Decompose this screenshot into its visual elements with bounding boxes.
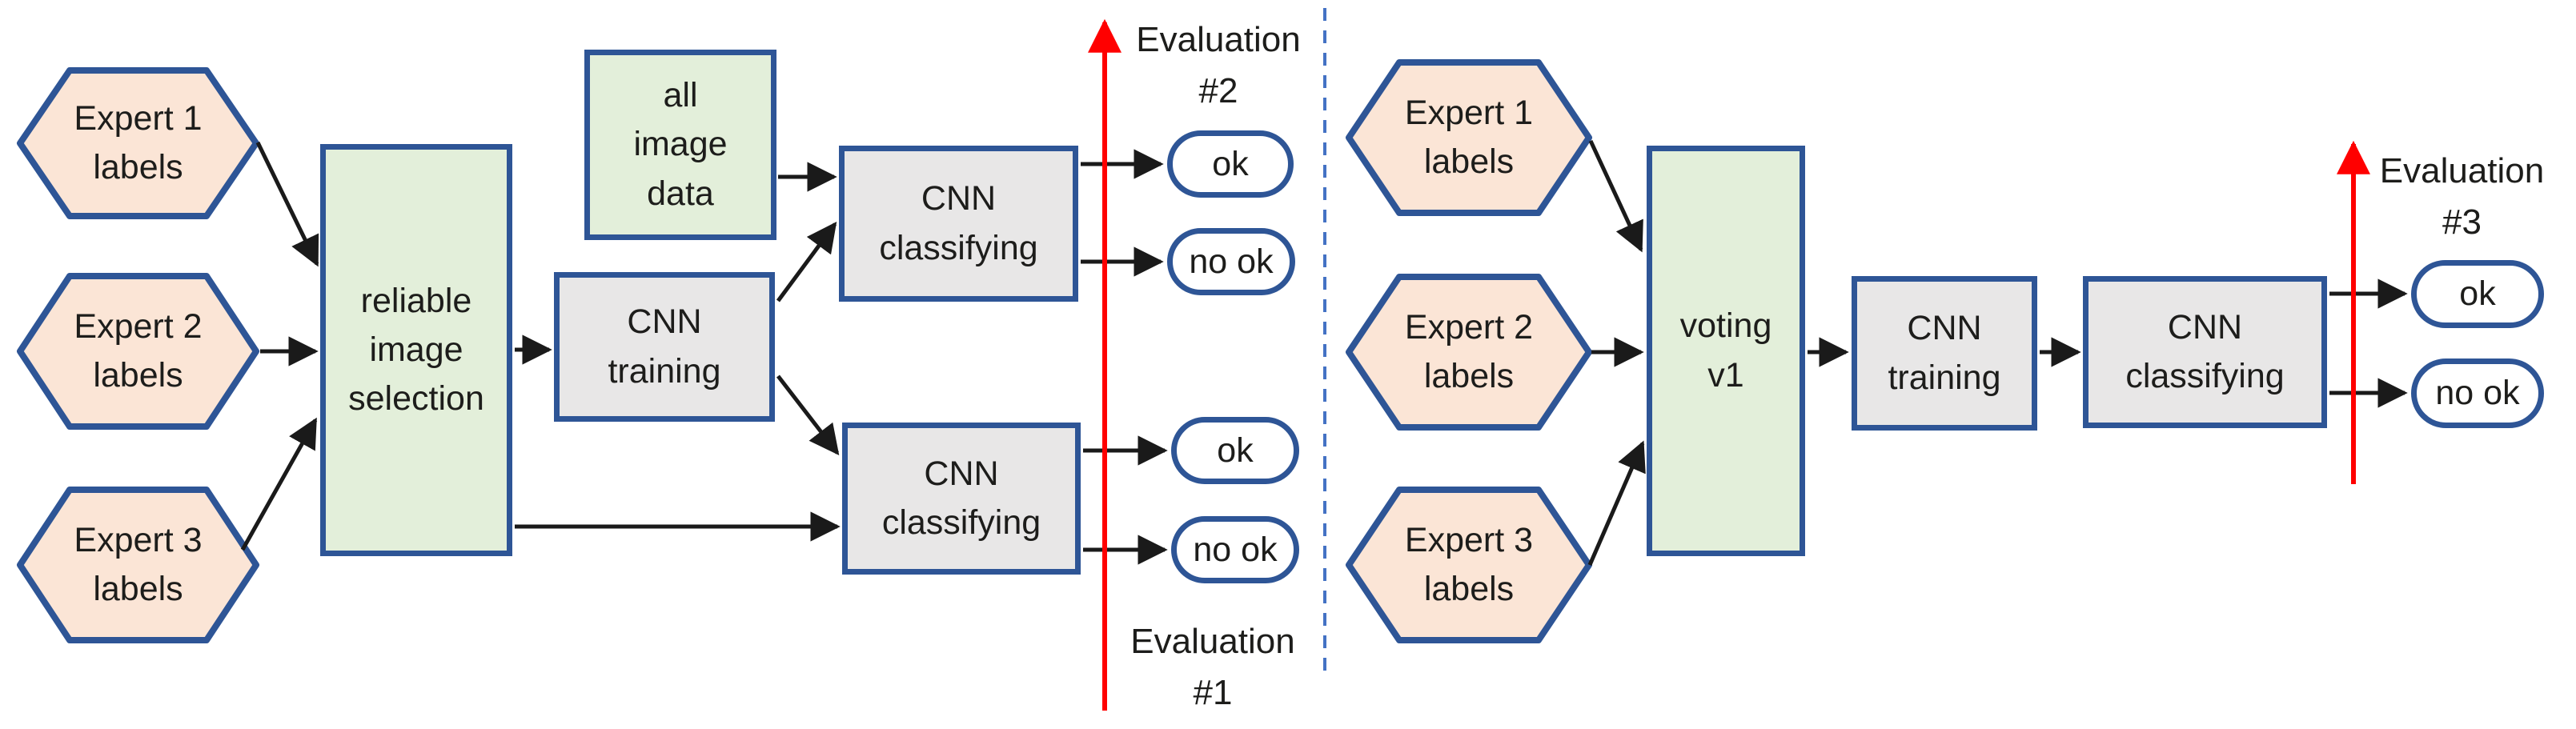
expert-name: Expert 2: [74, 306, 203, 346]
expert-name: Expert 1: [74, 98, 203, 138]
arrow-expert3-to-selection: [240, 417, 318, 551]
hexagon-expert-3-left: [17, 487, 259, 643]
node-label-line: selection: [348, 379, 484, 419]
evaluation-1-label: Evaluation #1: [1117, 616, 1309, 719]
output-nook-bottom-left: no ok: [1171, 516, 1299, 583]
node-label-line: training: [1888, 358, 2001, 397]
node-reliable-image-selection: reliable image selection: [320, 144, 512, 556]
output-nook-right: no ok: [2411, 358, 2544, 428]
node-label-line: CNN: [1907, 309, 1982, 348]
expert-name: Expert 1: [1404, 93, 1534, 132]
node-label-line: data: [647, 174, 714, 213]
node-label-line: reliable: [360, 281, 472, 320]
node-label-line: classifying: [881, 503, 1041, 542]
evaluation-2-label: Evaluation #2: [1122, 14, 1314, 117]
hexagon-expert-2-left: [17, 273, 259, 430]
output-label: ok: [1217, 431, 1254, 470]
output-ok-top-left: ok: [1167, 130, 1294, 198]
expert-sub: labels: [1423, 570, 1515, 608]
arrow-training-to-classifying-bottom: [776, 375, 840, 455]
node-label-line: CNN: [627, 302, 702, 342]
node-label-line: image: [633, 125, 728, 164]
evaluation-3-label: Evaluation #3: [2368, 146, 2556, 248]
node-label-line: image: [369, 330, 463, 369]
hexagon-expert-2-right-label: Expert 2 labels: [1349, 277, 1589, 427]
hexagon-expert-2-left-label: Expert 2 labels: [20, 276, 256, 427]
node-label-line: all: [663, 76, 698, 115]
node-label-line: CNN: [921, 179, 997, 218]
node-cnn-training-left: CNN training: [554, 272, 775, 422]
expert-sub: labels: [93, 148, 183, 186]
node-label-line: classifying: [2125, 357, 2285, 395]
output-ok-right: ok: [2411, 260, 2544, 328]
output-nook-top-left: no ok: [1167, 228, 1295, 295]
output-label: no ok: [1189, 242, 1274, 281]
evaluation-number: #3: [2442, 202, 2482, 242]
hexagon-expert-1-left: [17, 67, 259, 219]
arrow-expert3-to-voting: [1587, 440, 1646, 566]
node-label-line: voting: [1679, 306, 1772, 346]
node-label-line: CNN: [2167, 307, 2243, 346]
hexagon-expert-1-right: [1346, 59, 1592, 216]
hexagon-expert-1-left-label: Expert 1 labels: [20, 70, 256, 216]
node-label-line: classifying: [879, 228, 1038, 267]
evaluation-number: #1: [1193, 672, 1233, 712]
arrow-expert1-to-selection: [255, 141, 319, 267]
node-voting-v1: voting v1: [1647, 146, 1805, 556]
expert-sub: labels: [93, 570, 183, 608]
expert-sub: labels: [1423, 142, 1515, 181]
node-all-image-data: all image data: [584, 50, 776, 240]
node-cnn-training-right: CNN training: [1852, 276, 2037, 431]
expert-name: Expert 3: [1404, 520, 1534, 559]
hexagon-expert-3-left-label: Expert 3 labels: [20, 490, 256, 640]
expert-name: Expert 3: [74, 520, 203, 559]
arrow-expert1-to-voting: [1588, 139, 1643, 253]
node-cnn-classifying-bottom-left: CNN classifying: [842, 423, 1081, 575]
output-label: ok: [1212, 144, 1249, 183]
node-label-line: training: [608, 351, 721, 391]
output-label: no ok: [2435, 374, 2520, 412]
hexagon-expert-3-right-label: Expert 3 labels: [1349, 490, 1589, 640]
evaluation-title: Evaluation: [1130, 622, 1295, 661]
evaluation-title: Evaluation: [2379, 151, 2545, 190]
node-cnn-classifying-top-left: CNN classifying: [839, 146, 1078, 302]
output-label: ok: [2459, 274, 2496, 313]
node-label-line: CNN: [924, 454, 999, 493]
expert-sub: labels: [1423, 357, 1515, 395]
hexagon-expert-2-right: [1346, 274, 1592, 431]
output-ok-bottom-left: ok: [1171, 417, 1299, 484]
node-cnn-classifying-right: CNN classifying: [2083, 276, 2327, 428]
evaluation-number: #2: [1198, 70, 1238, 110]
node-label-line: v1: [1707, 355, 1744, 395]
expert-sub: labels: [93, 356, 183, 395]
evaluation-title: Evaluation: [1136, 20, 1301, 59]
hexagon-expert-1-right-label: Expert 1 labels: [1349, 62, 1589, 213]
hexagon-expert-3-right: [1346, 487, 1592, 643]
expert-name: Expert 2: [1404, 307, 1534, 346]
output-label: no ok: [1193, 530, 1278, 569]
arrow-training-to-classifying-top: [776, 221, 837, 302]
